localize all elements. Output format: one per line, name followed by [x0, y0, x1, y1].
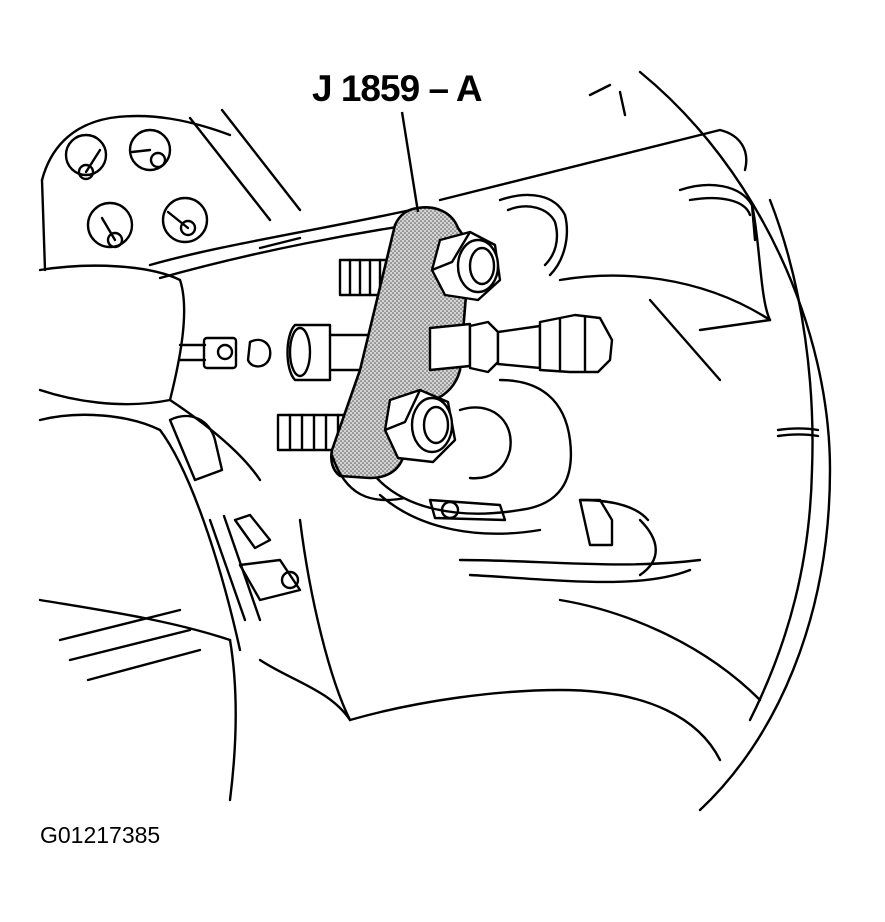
puller-bolt-lower	[383, 388, 457, 464]
puller-forcing-screw	[428, 313, 614, 374]
callout-leader-line	[400, 111, 420, 213]
instrument-cluster	[40, 83, 627, 272]
gauge-icon	[161, 196, 209, 244]
gauge-icon	[128, 128, 172, 172]
steering-hub-lower	[38, 413, 762, 802]
side-clip	[168, 336, 302, 622]
steering-wheel-rim	[638, 70, 832, 812]
figure-id: G01217385	[40, 822, 161, 848]
gauge-icon	[64, 133, 108, 177]
steering-column	[38, 128, 772, 482]
puller-bolt-upper	[430, 230, 502, 302]
tool-callout-label: J 1859 – A	[312, 68, 483, 109]
gauge-icon	[86, 201, 134, 249]
stud-nut-middle	[286, 323, 372, 382]
column-shaft-cavity	[368, 378, 614, 547]
